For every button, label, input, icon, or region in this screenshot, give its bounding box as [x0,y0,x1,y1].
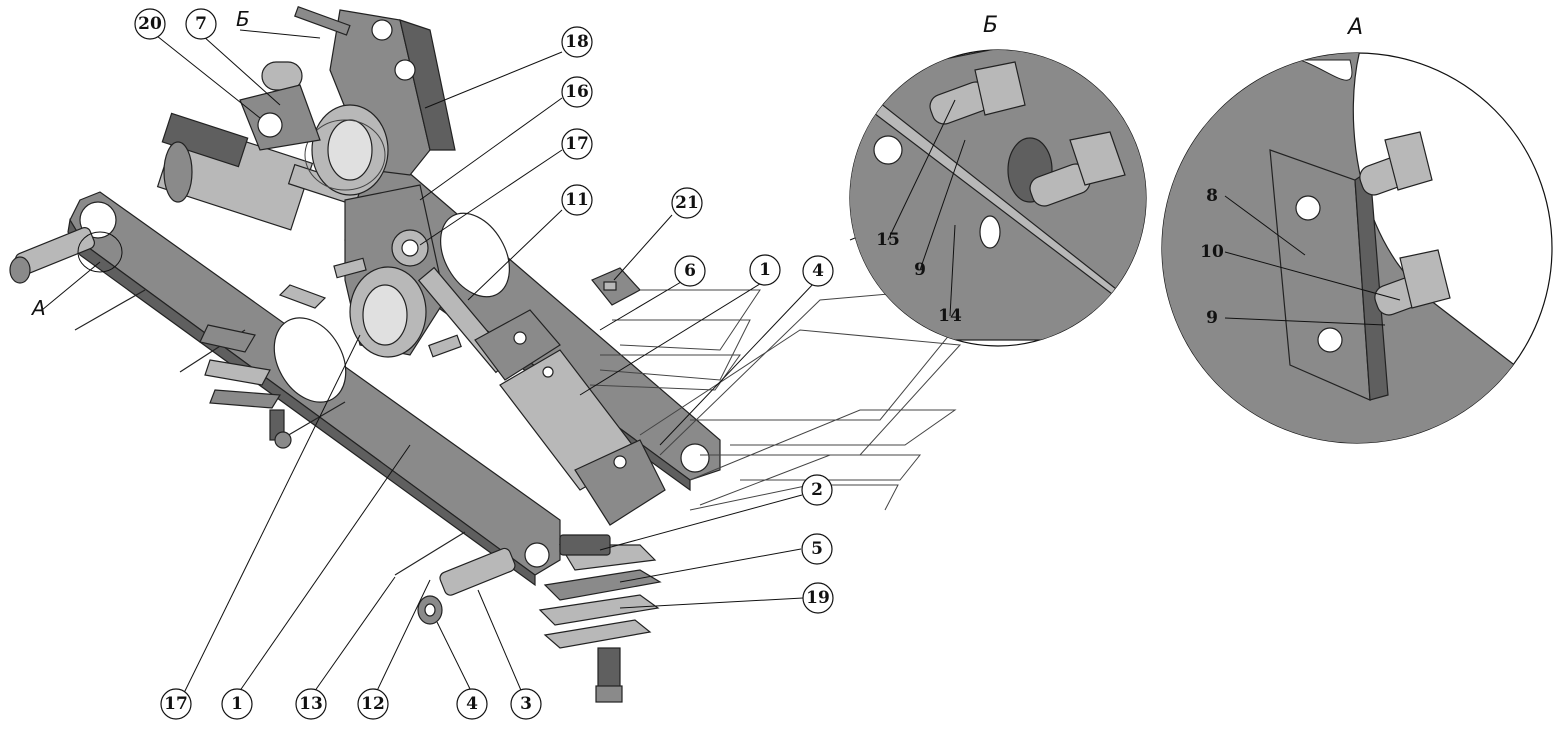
svg-text:6: 6 [684,261,696,281]
view-label-b-main: Б [236,7,250,31]
callout-11: 11 [561,184,593,216]
detail-a-title: А [1346,15,1363,40]
callout-17-bottom: 17 [160,688,192,720]
callout-12: 12 [357,688,389,720]
svg-text:4: 4 [466,694,478,714]
exploded-outlines [589,284,992,511]
svg-text:17: 17 [565,134,589,154]
svg-text:19: 19 [806,588,830,608]
callout-4-top: 4 [802,255,834,287]
callout-16: 16 [561,76,593,108]
callout-17-top: 17 [561,128,593,160]
detail-a-callout-8: 8 [1206,186,1218,206]
svg-text:4: 4 [812,261,824,281]
svg-text:18: 18 [565,32,589,52]
svg-text:1: 1 [759,260,771,280]
svg-text:17: 17 [164,694,188,714]
svg-text:16: 16 [565,82,589,102]
callout-6: 6 [674,255,706,287]
detail-b-callout-15: 15 [876,230,900,250]
pad-stack-right [538,534,662,703]
callout-20: 20 [134,8,166,40]
callout-1-bottom: 1 [221,688,253,720]
pad-stack-left [199,284,327,449]
callout-2: 2 [801,474,833,506]
callout-1-top: 1 [749,254,781,286]
svg-text:2: 2 [811,480,823,500]
callout-21: 21 [671,187,703,219]
view-label-a-main: А [30,296,46,320]
detail-b-callout-14: 14 [938,306,962,326]
detail-b-callout-9: 9 [914,260,926,280]
detail-view-a: А [1161,15,1553,444]
callout-19: 19 [802,582,834,614]
callout-5: 5 [801,533,833,565]
callout-3: 3 [510,688,542,720]
callout-7: 7 [185,8,217,40]
pivot-housing [333,184,462,358]
svg-text:1: 1 [231,694,243,714]
leader-lines-main [41,29,1011,696]
detail-b-title: Б [983,13,998,38]
svg-text:21: 21 [675,193,699,213]
bottom-pin-set [394,531,516,625]
top-bracket [239,5,456,196]
svg-text:13: 13 [299,694,323,714]
svg-text:3: 3 [520,694,532,714]
svg-text:20: 20 [138,14,162,34]
main-assembly [9,5,992,703]
svg-text:7: 7 [195,14,207,34]
callout-18: 18 [561,26,593,58]
detail-view-b: Б [849,13,1147,347]
callout-13: 13 [295,688,327,720]
svg-text:5: 5 [811,539,823,559]
main-cylinder [417,266,666,526]
pin-left [9,227,346,441]
detail-a-callout-9: 9 [1206,308,1218,328]
svg-text:11: 11 [565,190,589,210]
svg-text:12: 12 [361,694,385,714]
detail-a-callout-10: 10 [1200,242,1224,262]
callout-4-bottom: 4 [456,688,488,720]
clamp-21 [591,267,641,306]
